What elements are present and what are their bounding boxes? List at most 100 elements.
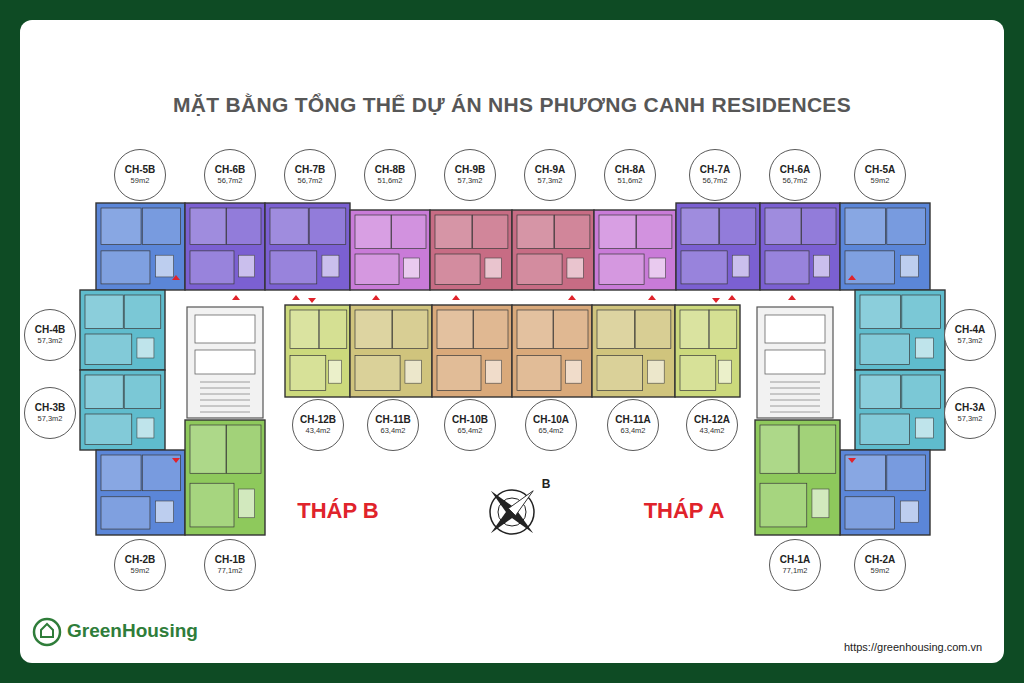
unit-code: CH-2A	[865, 554, 896, 566]
unit-area: 56,7m2	[297, 176, 322, 186]
unit-area: 77,1m2	[217, 566, 242, 576]
room	[435, 254, 480, 284]
room	[227, 425, 261, 473]
unit-area: 63,4m2	[620, 426, 645, 436]
core-right	[757, 307, 833, 418]
room	[190, 208, 226, 245]
unit-code: CH-3A	[955, 402, 986, 414]
furniture	[649, 258, 665, 278]
room	[555, 215, 590, 249]
apartment-unit	[512, 210, 594, 290]
unit-label-circle: CH-2A59m2	[854, 539, 906, 591]
unit-code: CH-5A	[865, 164, 896, 176]
furniture	[156, 501, 174, 522]
unit-label-circle: CH-5A59m2	[854, 149, 906, 201]
room	[597, 356, 643, 391]
elevator	[195, 315, 255, 343]
furniture	[915, 338, 933, 358]
furniture	[900, 255, 918, 277]
compass	[487, 487, 536, 536]
logo-house	[41, 624, 53, 637]
unit-area: 65,4m2	[538, 426, 563, 436]
unit-area: 59m2	[131, 176, 150, 186]
apartment-unit	[350, 305, 432, 397]
furniture	[322, 255, 339, 277]
unit-code: CH-1A	[780, 554, 811, 566]
room	[227, 208, 261, 245]
unit-label-circle: CH-5B59m2	[114, 149, 166, 201]
room	[270, 251, 317, 284]
apartment-unit	[855, 290, 945, 370]
furniture	[486, 360, 502, 383]
unit-label-circle: CH-11A63,4m2	[607, 399, 659, 451]
tower-label: THÁP A	[644, 498, 725, 524]
unit-area: 57,3m2	[537, 176, 562, 186]
unit-code: CH-9A	[535, 164, 566, 176]
tower-label: THÁP B	[297, 498, 379, 524]
unit-area: 56,7m2	[217, 176, 242, 186]
unit-code: CH-2B	[125, 554, 156, 566]
unit-code: CH-10A	[533, 414, 569, 426]
room	[760, 425, 798, 473]
unit-label-circle: CH-3B57,3m2	[24, 387, 76, 439]
room	[599, 215, 636, 249]
elevator	[195, 350, 255, 374]
room	[517, 254, 562, 284]
room	[635, 310, 671, 349]
unit-code: CH-8A	[615, 164, 646, 176]
room	[845, 208, 886, 245]
furniture	[329, 360, 342, 383]
room	[709, 310, 737, 349]
unit-area: 59m2	[871, 176, 890, 186]
unit-label-circle: CH-10B65,4m2	[444, 399, 496, 451]
unit-code: CH-11B	[375, 414, 411, 426]
stair-steps	[200, 382, 250, 412]
room	[355, 356, 400, 391]
room	[190, 425, 226, 473]
room	[309, 208, 346, 245]
unit-label-circle: CH-8B51,6m2	[364, 149, 416, 201]
unit-area: 57,3m2	[37, 336, 62, 346]
unit-area: 63,4m2	[380, 426, 405, 436]
apartment-unit	[760, 203, 840, 290]
room	[765, 208, 801, 245]
room	[437, 356, 481, 391]
furniture	[405, 360, 421, 383]
room	[355, 254, 399, 284]
furniture	[239, 255, 255, 277]
stair-steps	[770, 382, 820, 412]
unit-code: CH-3B	[35, 402, 66, 414]
furniture	[732, 255, 749, 277]
room	[765, 251, 809, 284]
furniture	[900, 501, 918, 522]
furniture	[915, 418, 933, 438]
apartment-unit	[96, 203, 185, 290]
room	[681, 251, 727, 284]
room	[101, 497, 150, 529]
door-markers	[172, 275, 856, 463]
room	[474, 310, 508, 349]
logo-ring	[34, 619, 60, 645]
core-left	[187, 307, 263, 418]
unit-code: CH-1B	[215, 554, 246, 566]
apartment-unit	[185, 420, 265, 535]
compass-letter: B	[542, 477, 551, 491]
furniture	[567, 258, 583, 278]
unit-area: 51,6m2	[377, 176, 402, 186]
apartment-unit	[512, 305, 592, 397]
apartment-unit	[96, 450, 185, 535]
unit-label-circle: CH-4B57,3m2	[24, 309, 76, 361]
room	[860, 375, 901, 409]
unit-code: CH-7A	[700, 164, 731, 176]
apartment-unit	[350, 210, 430, 290]
unit-area: 65,4m2	[457, 426, 482, 436]
apartment-unit	[80, 290, 165, 370]
unit-label-circle: CH-10A65,4m2	[525, 399, 577, 451]
unit-code: CH-10B	[452, 414, 488, 426]
furniture	[137, 338, 154, 358]
room	[902, 295, 941, 329]
room	[760, 483, 807, 527]
apartment-unit	[432, 305, 512, 397]
unit-label-circle: CH-12B43,4m2	[292, 399, 344, 451]
unit-area: 57,3m2	[957, 414, 982, 424]
